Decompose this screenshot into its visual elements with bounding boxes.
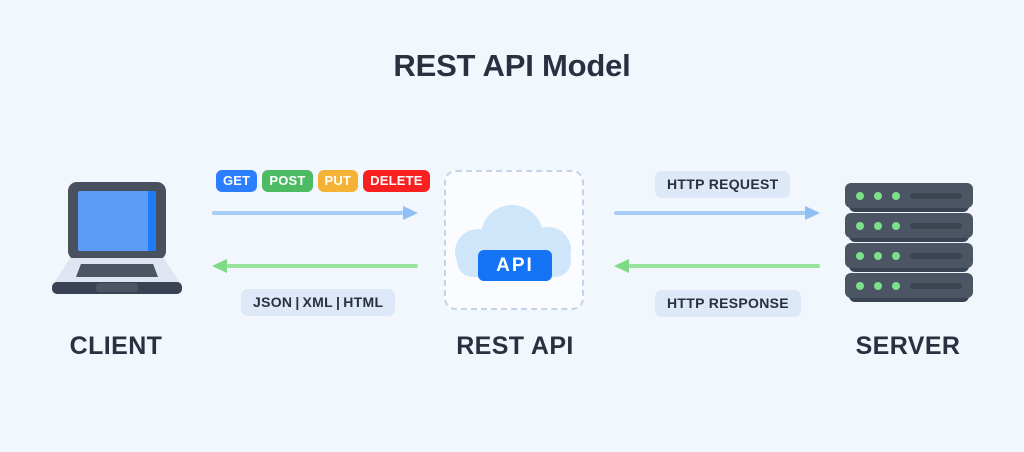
server-unit-shadow (849, 264, 969, 272)
http-response-label: HTTP RESPONSE (655, 290, 801, 317)
server-label: SERVER (855, 332, 961, 360)
laptop-screen (78, 191, 156, 251)
format-separator-1: | (295, 294, 300, 310)
rest-api-label: REST API (456, 332, 574, 360)
server-led (892, 252, 900, 260)
format-html: HTML (343, 294, 384, 310)
arrow-head (614, 259, 629, 273)
http-method-badge-post[interactable]: POST (262, 170, 313, 192)
arrow-shaft (614, 211, 806, 215)
http-method-badge-get[interactable]: GET (216, 170, 258, 192)
arrow-shaft (628, 264, 820, 268)
http-method-badge-delete[interactable]: DELETE (363, 170, 430, 192)
server-led (874, 252, 882, 260)
server-led (874, 192, 882, 200)
response-formats-label: JSON|XML|HTML (241, 289, 396, 316)
server-led (874, 282, 882, 290)
server-led (892, 222, 900, 230)
laptop-keyboard (76, 264, 158, 277)
server-slot (910, 253, 962, 259)
server-led (856, 252, 864, 260)
arrow-api-to-client-response (212, 259, 418, 273)
server-unit (845, 213, 973, 242)
http-request-label: HTTP REQUEST (655, 171, 791, 198)
arrow-head (805, 206, 820, 220)
arrow-shaft (226, 264, 418, 268)
format-xml: XML (302, 294, 333, 310)
server-led (856, 222, 864, 230)
client-label: CLIENT (69, 332, 163, 360)
server-rack-icon (845, 183, 973, 302)
http-method-badge-group: GET POST PUT DELETE (216, 170, 430, 192)
laptop-icon (52, 182, 182, 294)
server-unit (845, 273, 973, 302)
arrow-head (212, 259, 227, 273)
http-method-badge-put[interactable]: PUT (317, 170, 359, 192)
server-unit-shadow (849, 234, 969, 242)
server-slot (910, 193, 962, 199)
server-unit (845, 183, 973, 212)
api-badge: API (478, 250, 552, 281)
arrow-server-to-api-response (614, 259, 820, 273)
arrow-client-to-api-request (212, 206, 418, 220)
server-unit-shadow (849, 294, 969, 302)
laptop-trackpad-notch (96, 283, 138, 292)
server-unit-shadow (849, 204, 969, 212)
format-separator-2: | (336, 294, 341, 310)
server-led (874, 222, 882, 230)
server-slot (910, 283, 962, 289)
format-json: JSON (253, 294, 293, 310)
laptop-screen-strip (148, 191, 156, 251)
server-led (856, 192, 864, 200)
server-led (856, 282, 864, 290)
server-led (892, 282, 900, 290)
arrow-api-to-server-request (614, 206, 820, 220)
page-title: REST API Model (393, 48, 631, 83)
server-slot (910, 223, 962, 229)
arrow-head (403, 206, 418, 220)
arrow-shaft (212, 211, 404, 215)
server-led (892, 192, 900, 200)
server-unit (845, 243, 973, 272)
